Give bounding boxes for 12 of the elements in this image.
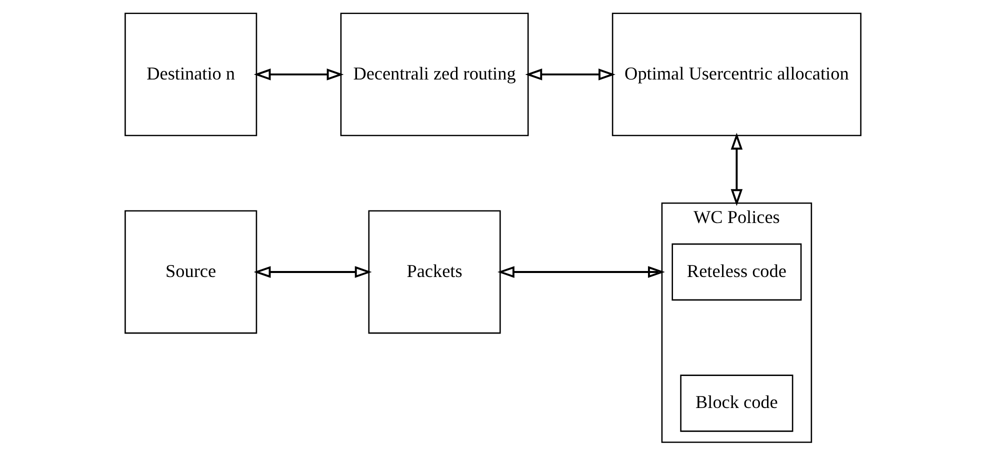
arrow: [730, 132, 742, 206]
arrow: [253, 266, 372, 278]
node-box: Packets: [368, 210, 500, 334]
node-box: Optimal Usercentric allocation: [611, 12, 861, 136]
node-box: Destinatio n: [124, 12, 257, 136]
arrow: [524, 68, 615, 80]
node-box: Source: [124, 210, 257, 334]
node-box: Block code: [680, 374, 793, 432]
node-box: Decentrali zed routing: [340, 12, 528, 136]
node-box: Reteless code: [671, 243, 802, 301]
arrow: [253, 68, 344, 80]
arrow: [497, 266, 664, 278]
